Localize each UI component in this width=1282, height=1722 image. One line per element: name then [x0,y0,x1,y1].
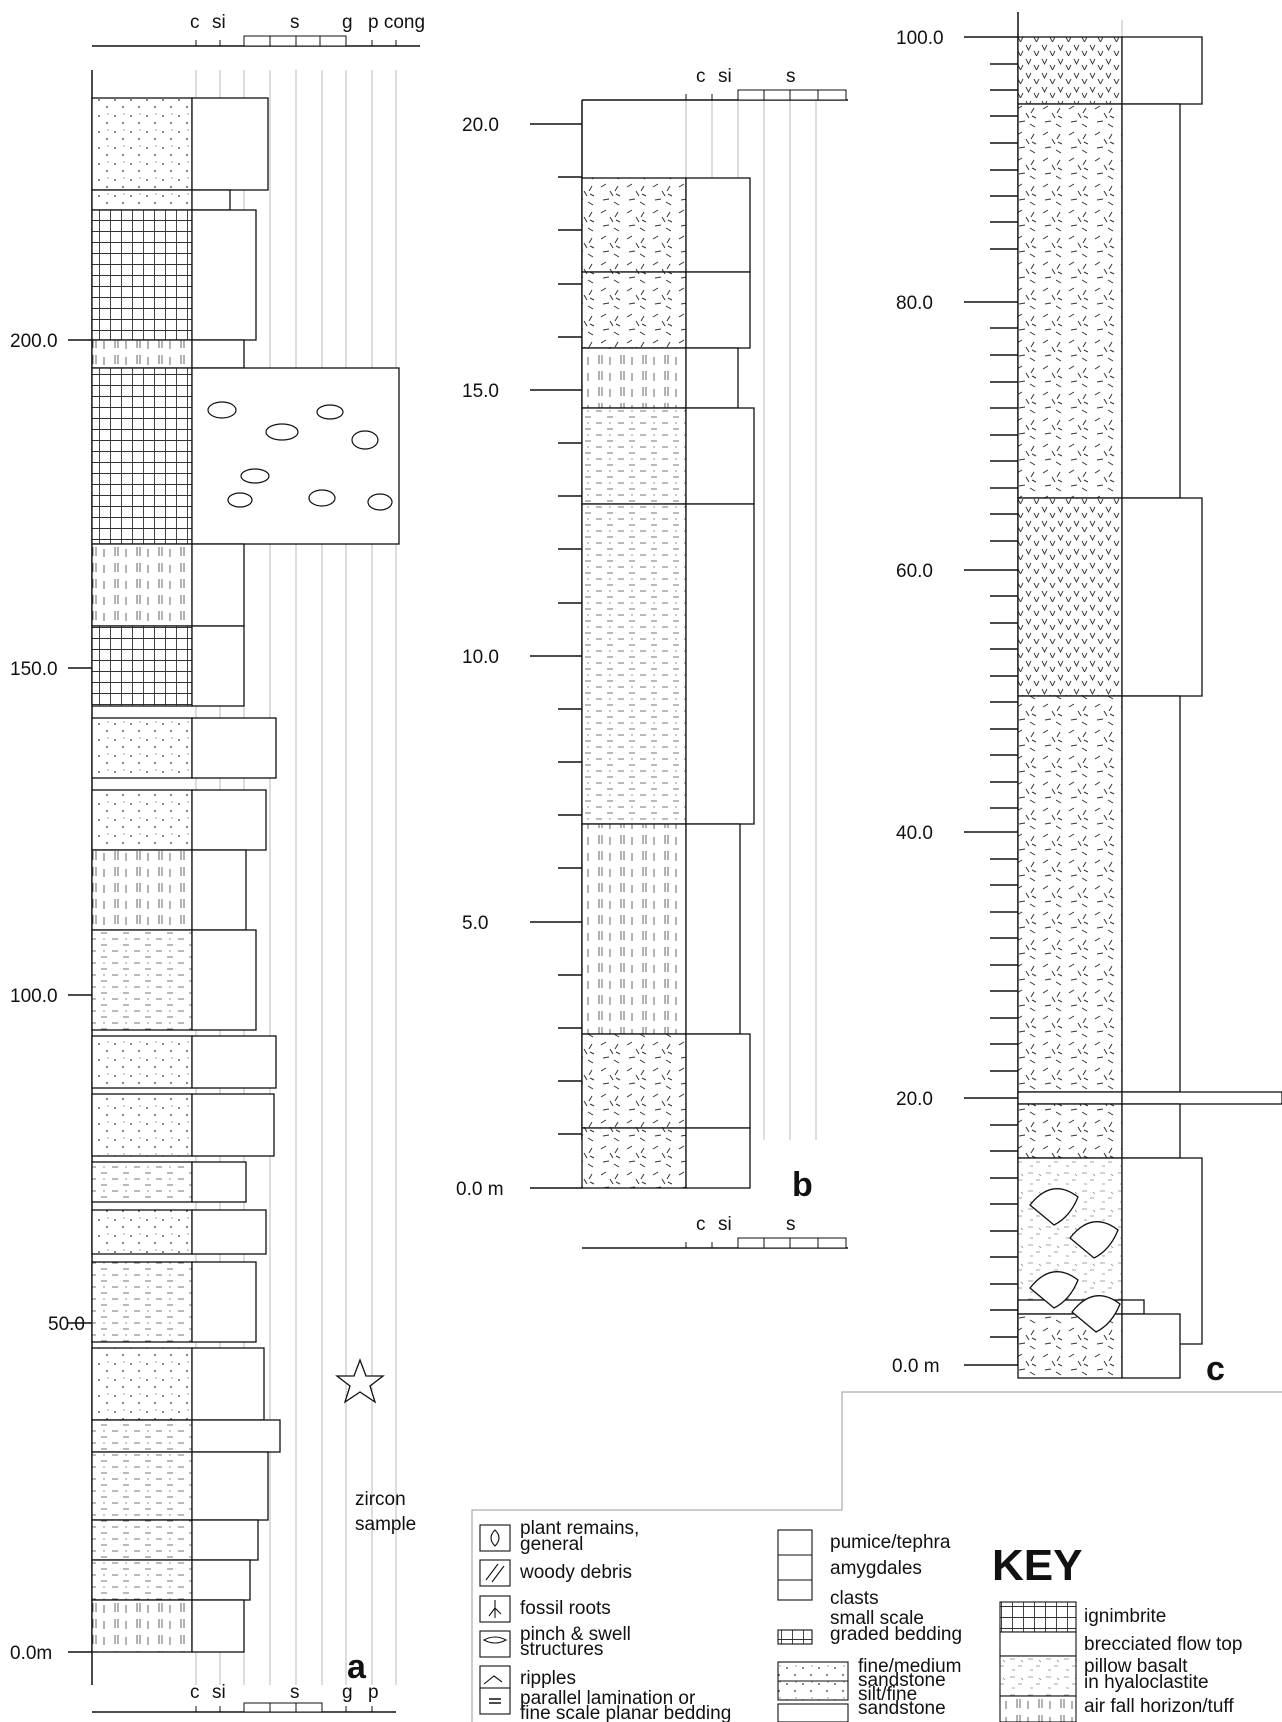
lithology-c [1018,37,1282,1378]
depth-tick-label: 0.0 m [892,1356,940,1377]
column-letter: a [347,1648,367,1686]
grain-label: g [342,12,353,33]
key-column-2-labels: pumice/tephra amygdales clasts small sca… [830,1532,962,1719]
depth-tick-label: 20.0 [462,115,499,136]
grain-scale-top-b: c si s [582,66,848,100]
grain-scale-bottom-b: c si s [582,1214,848,1248]
key-column-3-labels: ignimbrite brecciated flow top pillow ba… [1084,1606,1242,1717]
grain-label: s [786,66,796,87]
key-column-1 [480,1525,510,1714]
grain-scale-bottom-a: c si s g p [92,1682,396,1712]
column-letter: c [1206,1350,1225,1388]
grain-label: s [290,12,300,33]
depth-tick-label: 20.0 [896,1089,933,1110]
grain-label: c [696,1214,706,1235]
depth-axis-b [530,100,582,1188]
key-label: sandstone [858,1698,946,1719]
key-label: brecciated flow top [1084,1634,1242,1655]
depth-axis-a: 200.0 150.0 100.0 50.0 0.0m [10,70,92,1685]
key-column-1-labels: plant remains, general woody debris foss… [519,1518,731,1722]
key-label: clasts [830,1588,879,1609]
lithology-a [92,98,399,1652]
grain-label: si [718,66,732,87]
annotation-line: zircon [355,1489,406,1510]
key-label: amygdales [830,1558,922,1579]
depth-axis-c [964,12,1018,1365]
column-b: c si s c si s 20.0 15.0 10.0 5.0 0.0 m [456,66,848,1248]
column-a: c si s g p cong c si s g p 200.0 150.0 1… [10,12,425,1712]
grain-label: si [212,12,226,33]
depth-tick-label: 100.0 [896,28,944,49]
grain-label: c [190,12,200,33]
grain-label: s [786,1214,796,1235]
depth-tick-label: 100.0 [10,986,58,1007]
depth-tick-label: 200.0 [10,331,58,352]
column-c: 100.0 80.0 60.0 40.0 20.0 0.0 m c [892,12,1282,1388]
key-label: fine scale planar bedding [520,1703,731,1722]
key-label: ignimbrite [1084,1606,1166,1627]
grain-label: si [718,1214,732,1235]
key-label: fossil roots [520,1598,611,1619]
depth-tick-label: 15.0 [462,381,499,402]
grain-label: p [368,1682,379,1703]
grain-label: p cong [368,12,425,33]
lithology-b [582,178,754,1188]
key-title: KEY [992,1541,1082,1590]
key-label: structures [520,1639,603,1660]
depth-tick-label: 0.0m [10,1643,52,1664]
grain-label: si [212,1682,226,1703]
key-label: woody debris [519,1562,632,1583]
depth-tick-label: 80.0 [896,293,933,314]
depth-tick-label: 5.0 [462,913,488,934]
depth-tick-label: 0.0 m [456,1179,504,1200]
key-column-3 [1000,1602,1076,1722]
grain-label: c [190,1682,200,1703]
key-label: graded bedding [830,1624,962,1645]
annotation-line: sample [355,1514,416,1535]
key-label: in hyaloclastite [1084,1672,1209,1693]
grain-label: s [290,1682,300,1703]
key-label: general [520,1534,583,1555]
depth-tick-label: 10.0 [462,647,499,668]
key-label: pumice/tephra [830,1532,951,1553]
depth-tick-label: 150.0 [10,659,58,680]
zircon-marker: zircon sample [337,1360,416,1535]
depth-tick-label: 40.0 [896,823,933,844]
key-label: ripples [520,1668,576,1689]
grain-label: c [696,66,706,87]
depth-tick-label: 60.0 [896,561,933,582]
grain-scale-top-a: c si s g p cong [92,12,425,46]
key-label: air fall horizon/tuff [1084,1696,1234,1717]
column-letter: b [792,1166,813,1204]
depth-tick-label: 50.0 [48,1314,85,1335]
